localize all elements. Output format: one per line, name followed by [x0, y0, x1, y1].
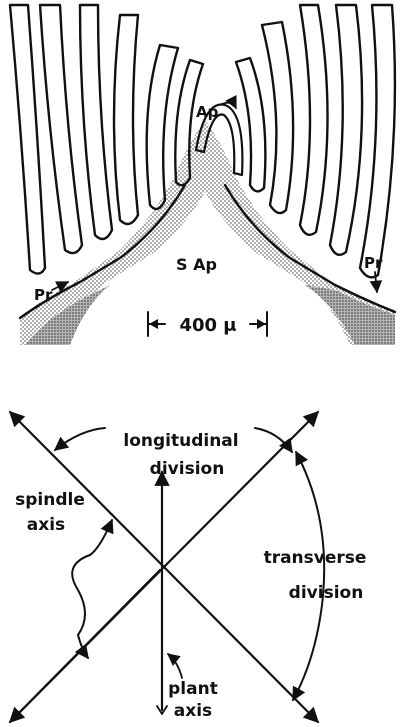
longitudinal-arc-left [55, 428, 105, 450]
label-spindle-2: axis [27, 515, 65, 535]
scale-bar-text: 400 μ [179, 315, 236, 336]
label-shoot-apex: S Ap [176, 255, 217, 274]
label-plant-2: axis [174, 701, 212, 721]
label-apex: Ap [196, 103, 219, 121]
label-plant-1: plant [168, 679, 218, 699]
label-transverse-1: transverse [264, 548, 367, 568]
shoot-apex-section: Ap S Ap Pr Pr 400 μ [10, 5, 395, 345]
label-transverse-2: division [289, 583, 364, 603]
scale-bar: 400 μ [148, 312, 267, 336]
longitudinal-arc-right [255, 428, 292, 452]
label-left-primordium: Pr [34, 286, 53, 304]
spindle-connector [90, 520, 112, 555]
diagonal-axis-sw [10, 570, 160, 722]
label-longitudinal-2: division [150, 459, 225, 479]
label-right-primordium: Pr [364, 254, 383, 272]
transverse-arc [293, 452, 324, 700]
plant-axis-pointer [168, 654, 182, 678]
label-longitudinal-1: longitudinal [123, 431, 238, 451]
division-diagram: longitudinal division spindle axis trans… [10, 412, 366, 722]
label-spindle-1: spindle [15, 490, 85, 510]
